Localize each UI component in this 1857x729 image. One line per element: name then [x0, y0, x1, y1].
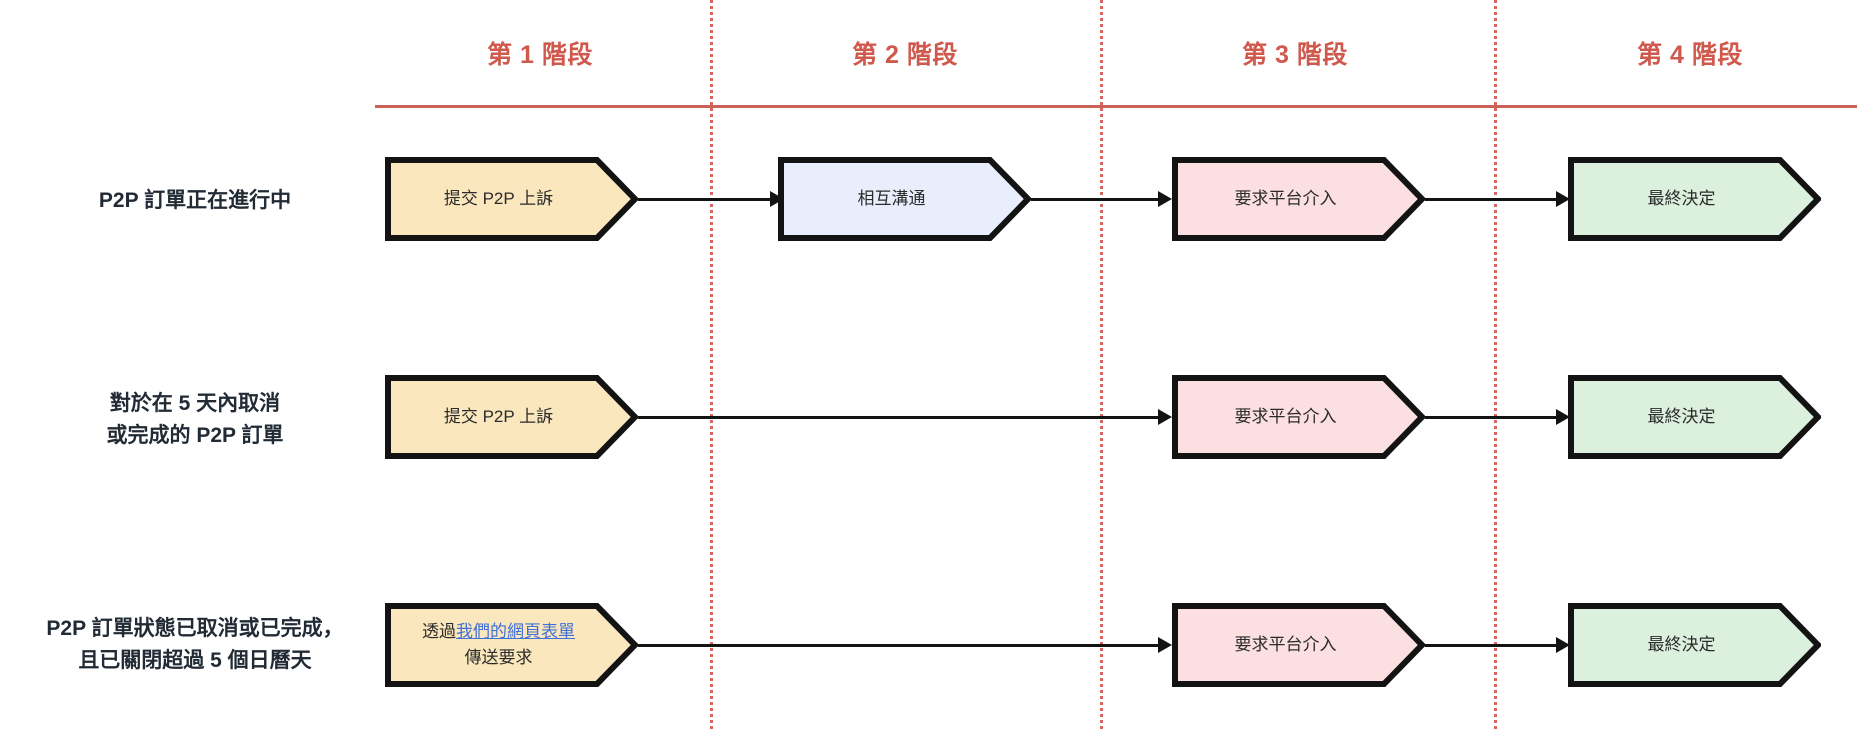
step-row3-suffix: 傳送要求 [464, 648, 533, 667]
stage-header-4: 第 4 階段 [1637, 41, 1743, 69]
step-row3-final-decision-label: 最終決定 [1647, 635, 1716, 654]
chevron-shape [385, 603, 638, 687]
stage-header-2: 第 2 階段 [852, 41, 958, 69]
row-label-2: 對於在 5 天內取消 或完成的 P2P 訂單 [20, 388, 370, 452]
step-row1-submit-appeal[interactable]: 提交 P2P 上訴 [385, 157, 638, 241]
chevron-shape [1172, 375, 1425, 459]
step-row3-prefix: 透過 [422, 622, 456, 641]
stage-header-3: 第 3 階段 [1242, 41, 1348, 69]
step-row3-send-request-webform[interactable]: 透過我們的網頁表單 傳送要求 [385, 603, 638, 687]
row-label-1: P2P 訂單正在進行中 [20, 185, 370, 217]
row-label-3-line2: 且已關閉超過 5 個日曆天 [78, 649, 312, 672]
stage-divider-3 [1494, 0, 1497, 729]
connector-row3-long [638, 644, 1164, 647]
step-row3-request-platform-label: 要求平台介入 [1234, 635, 1337, 654]
step-row2-request-platform-label: 要求平台介入 [1234, 407, 1337, 426]
chevron-shape [1172, 603, 1425, 687]
chevron-shape [385, 375, 638, 459]
row-label-1-line1: P2P 訂單正在進行中 [98, 189, 292, 212]
step-row2-request-platform[interactable]: 要求平台介入 [1172, 375, 1425, 459]
stage-divider-1 [710, 0, 713, 729]
arrowhead-row3-2 [1556, 637, 1570, 653]
arrowhead-row3-1 [1158, 637, 1172, 653]
step-row1-request-platform[interactable]: 要求平台介入 [1172, 157, 1425, 241]
step-row1-mutual-communication-label: 相互溝通 [857, 189, 926, 208]
chevron-shape [778, 157, 1031, 241]
step-row3-final-decision[interactable]: 最終決定 [1568, 603, 1821, 687]
stage-header-1: 第 1 階段 [487, 41, 593, 69]
row-label-3-line1: P2P 訂單狀態已取消或已完成， [46, 617, 344, 640]
connector-row2-2 [1425, 416, 1562, 419]
row-label-2-line2: 或完成的 P2P 訂單 [106, 424, 284, 447]
step-row3-send-request-text: 透過我們的網頁表單 傳送要求 [422, 619, 601, 671]
step-row2-submit-appeal-label: 提交 P2P 上訴 [443, 407, 554, 426]
step-row2-final-decision[interactable]: 最終決定 [1568, 375, 1821, 459]
row-label-3: P2P 訂單狀態已取消或已完成， 且已關閉超過 5 個日曆天 [10, 613, 380, 677]
connector-row3-2 [1425, 644, 1562, 647]
connector-row1-3 [1425, 198, 1562, 201]
step-row1-request-platform-label: 要求平台介入 [1234, 189, 1337, 208]
step-row3-request-platform[interactable]: 要求平台介入 [1172, 603, 1425, 687]
chevron-shape [1172, 157, 1425, 241]
connector-row1-2 [1031, 198, 1164, 201]
step-row1-final-decision-label: 最終決定 [1647, 189, 1716, 208]
arrowhead-row2-1 [1158, 409, 1172, 425]
chevron-shape [385, 157, 638, 241]
step-row2-submit-appeal[interactable]: 提交 P2P 上訴 [385, 375, 638, 459]
webform-link[interactable]: 我們的網頁表單 [456, 622, 575, 641]
arrowhead-row2-2 [1556, 409, 1570, 425]
arrowhead-row1-3 [1556, 191, 1570, 207]
arrowhead-row1-2 [1158, 191, 1172, 207]
chevron-shape [1568, 375, 1821, 459]
step-row1-final-decision[interactable]: 最終決定 [1568, 157, 1821, 241]
row-label-2-line1: 對於在 5 天內取消 [109, 392, 281, 415]
connector-row2-long [638, 416, 1164, 419]
step-row1-submit-appeal-label: 提交 P2P 上訴 [443, 189, 554, 208]
header-underline [375, 105, 1857, 108]
stage-divider-2 [1100, 0, 1103, 729]
connector-row1-1 [638, 198, 776, 201]
chevron-shape [1568, 603, 1821, 687]
step-row2-final-decision-label: 最終決定 [1647, 407, 1716, 426]
chevron-shape [1568, 157, 1821, 241]
step-row1-mutual-communication[interactable]: 相互溝通 [778, 157, 1031, 241]
